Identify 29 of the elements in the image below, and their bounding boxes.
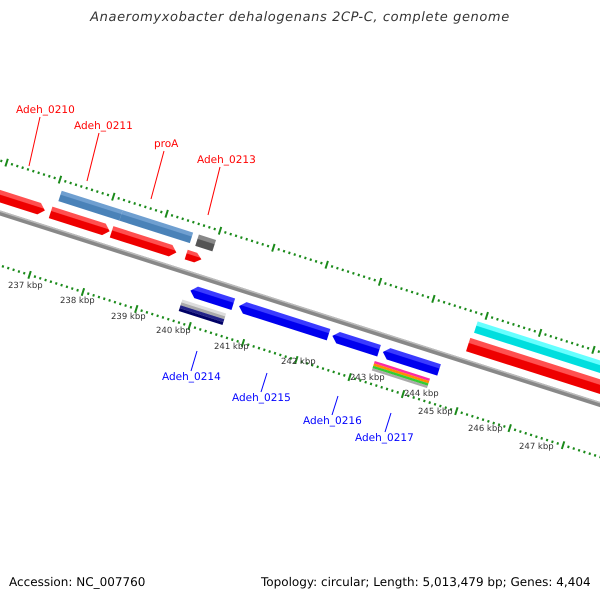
position-label: 246 kbp [468, 425, 503, 434]
gene-label: Adeh_0213 [197, 155, 256, 166]
leader-line [150, 150, 164, 200]
position-label: 247 kbp [519, 443, 554, 452]
position-label: 245 kbp [418, 408, 453, 416]
gene-label: Adeh_0217 [355, 433, 414, 444]
leader-line [28, 116, 40, 166]
leader-line [260, 372, 268, 392]
gene-label: Adeh_0216 [303, 416, 362, 426]
position-label: 239 kbp [111, 313, 146, 322]
gene-label: Adeh_0210 [16, 105, 75, 116]
leader-line [208, 166, 220, 216]
position-label: 241 kbp [214, 343, 249, 352]
footer-text: Topology: circular; Length: 5,013,479 bp; Genes: 4,404 [261, 576, 591, 588]
footer-text: Accession: NC_007760 [9, 576, 146, 588]
position-label: 238 kbp [60, 297, 95, 306]
position-label: 244 kbp [404, 390, 439, 398]
leader-line [190, 350, 198, 372]
position-label: 240 kbp [156, 327, 191, 336]
gene-label: Adeh_0215 [232, 393, 291, 404]
position-label: 237 kbp [8, 282, 43, 290]
leader-line [86, 132, 100, 182]
gene-label: Adeh_0211 [74, 121, 133, 132]
leader-line [384, 412, 392, 432]
gene-label: proA [154, 139, 178, 150]
leader-line [332, 396, 338, 416]
gene-label: Adeh_0214 [162, 372, 221, 382]
position-label: 243 kbp [350, 374, 385, 382]
title: Anaeromyxobacter dehalogenans 2CP-C, complete genome [88, 11, 511, 24]
